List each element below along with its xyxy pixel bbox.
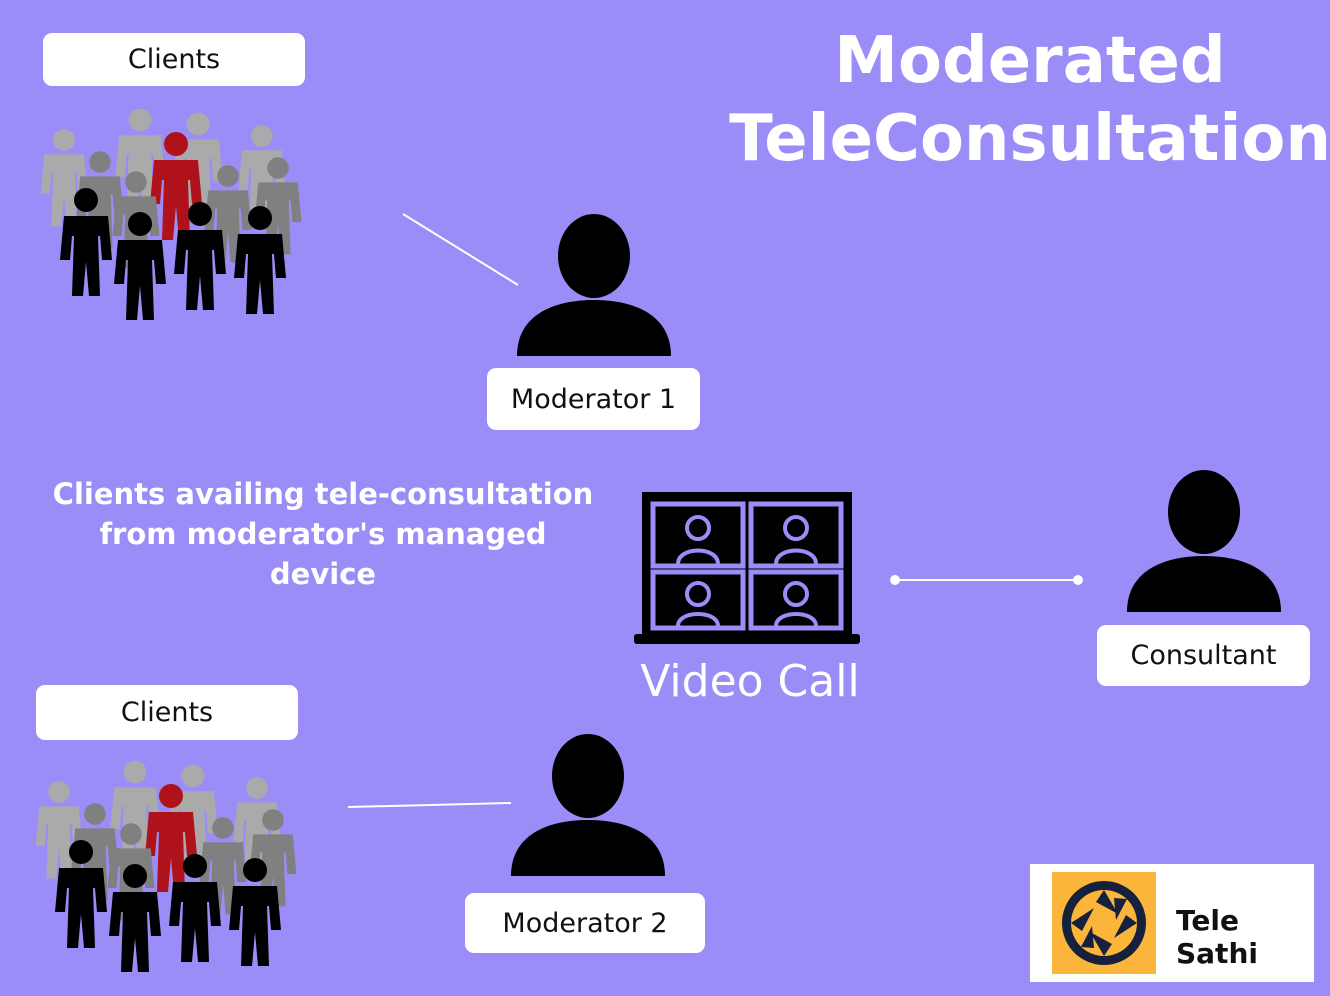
caption: Clients availing tele-consultation from … bbox=[40, 474, 606, 594]
consultant-label-text: Consultant bbox=[1130, 640, 1277, 671]
clients-label-top: Clients bbox=[43, 33, 305, 86]
video-call-label: Video Call bbox=[640, 656, 860, 707]
moderator-1-label: Moderator 1 bbox=[487, 368, 700, 430]
crowd-icon-bottom bbox=[35, 760, 297, 972]
clients-label-bottom: Clients bbox=[36, 685, 298, 740]
caption-line-3: device bbox=[269, 557, 377, 591]
caption-line-2: from moderator's managed bbox=[99, 517, 547, 551]
person-icon-moderator-1 bbox=[517, 214, 671, 356]
clients-label-top-text: Clients bbox=[127, 44, 221, 75]
consultant-label: Consultant bbox=[1097, 625, 1310, 686]
moderator-2-label: Moderator 2 bbox=[465, 893, 705, 953]
title-line-2: TeleConsultation bbox=[729, 102, 1330, 176]
logo: Tele Sathi bbox=[1030, 864, 1314, 982]
person-icon-moderator-2 bbox=[511, 734, 665, 876]
logo-text: Tele Sathi bbox=[1176, 904, 1258, 970]
caption-line-1: Clients availing tele-consultation bbox=[52, 477, 594, 511]
laptop-video-icon bbox=[634, 492, 860, 644]
page-title: Moderated TeleConsultation bbox=[700, 22, 1330, 178]
moderator-2-label-text: Moderator 2 bbox=[502, 907, 668, 939]
crowd-icon-top bbox=[40, 108, 302, 320]
aperture-logo-icon bbox=[1052, 872, 1156, 974]
title-line-1: Moderated bbox=[834, 24, 1226, 98]
moderator-1-label-text: Moderator 1 bbox=[510, 383, 677, 415]
clients-label-bottom-text: Clients bbox=[120, 697, 214, 728]
person-icon-consultant bbox=[1127, 470, 1281, 612]
